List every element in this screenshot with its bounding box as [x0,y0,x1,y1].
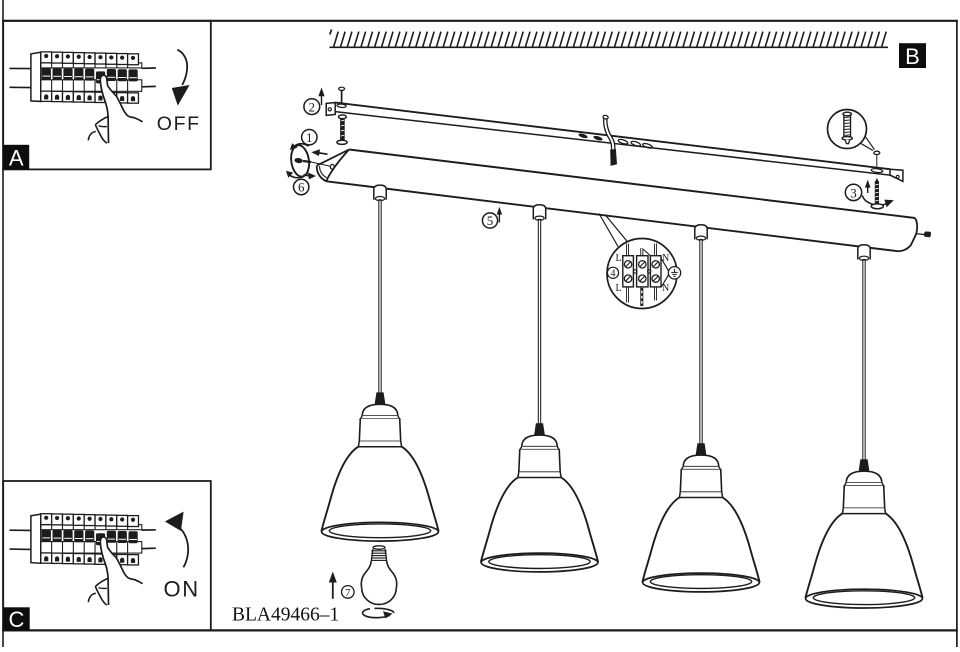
svg-text:2: 2 [309,99,316,114]
svg-text:OFF: OFF [157,113,201,135]
svg-text:L: L [615,283,621,294]
svg-text:L: L [615,253,621,264]
svg-text:7: 7 [345,587,351,599]
svg-text:ON: ON [164,577,200,602]
svg-text:C: C [9,607,25,632]
svg-text:1: 1 [306,130,313,145]
svg-text:B: B [905,44,920,69]
svg-text:5: 5 [487,213,494,228]
svg-text:4: 4 [611,269,616,280]
svg-text:A: A [9,146,24,171]
svg-text:3: 3 [850,185,857,200]
svg-text:BLA49466–1: BLA49466–1 [232,605,339,626]
svg-text:6: 6 [298,180,305,195]
